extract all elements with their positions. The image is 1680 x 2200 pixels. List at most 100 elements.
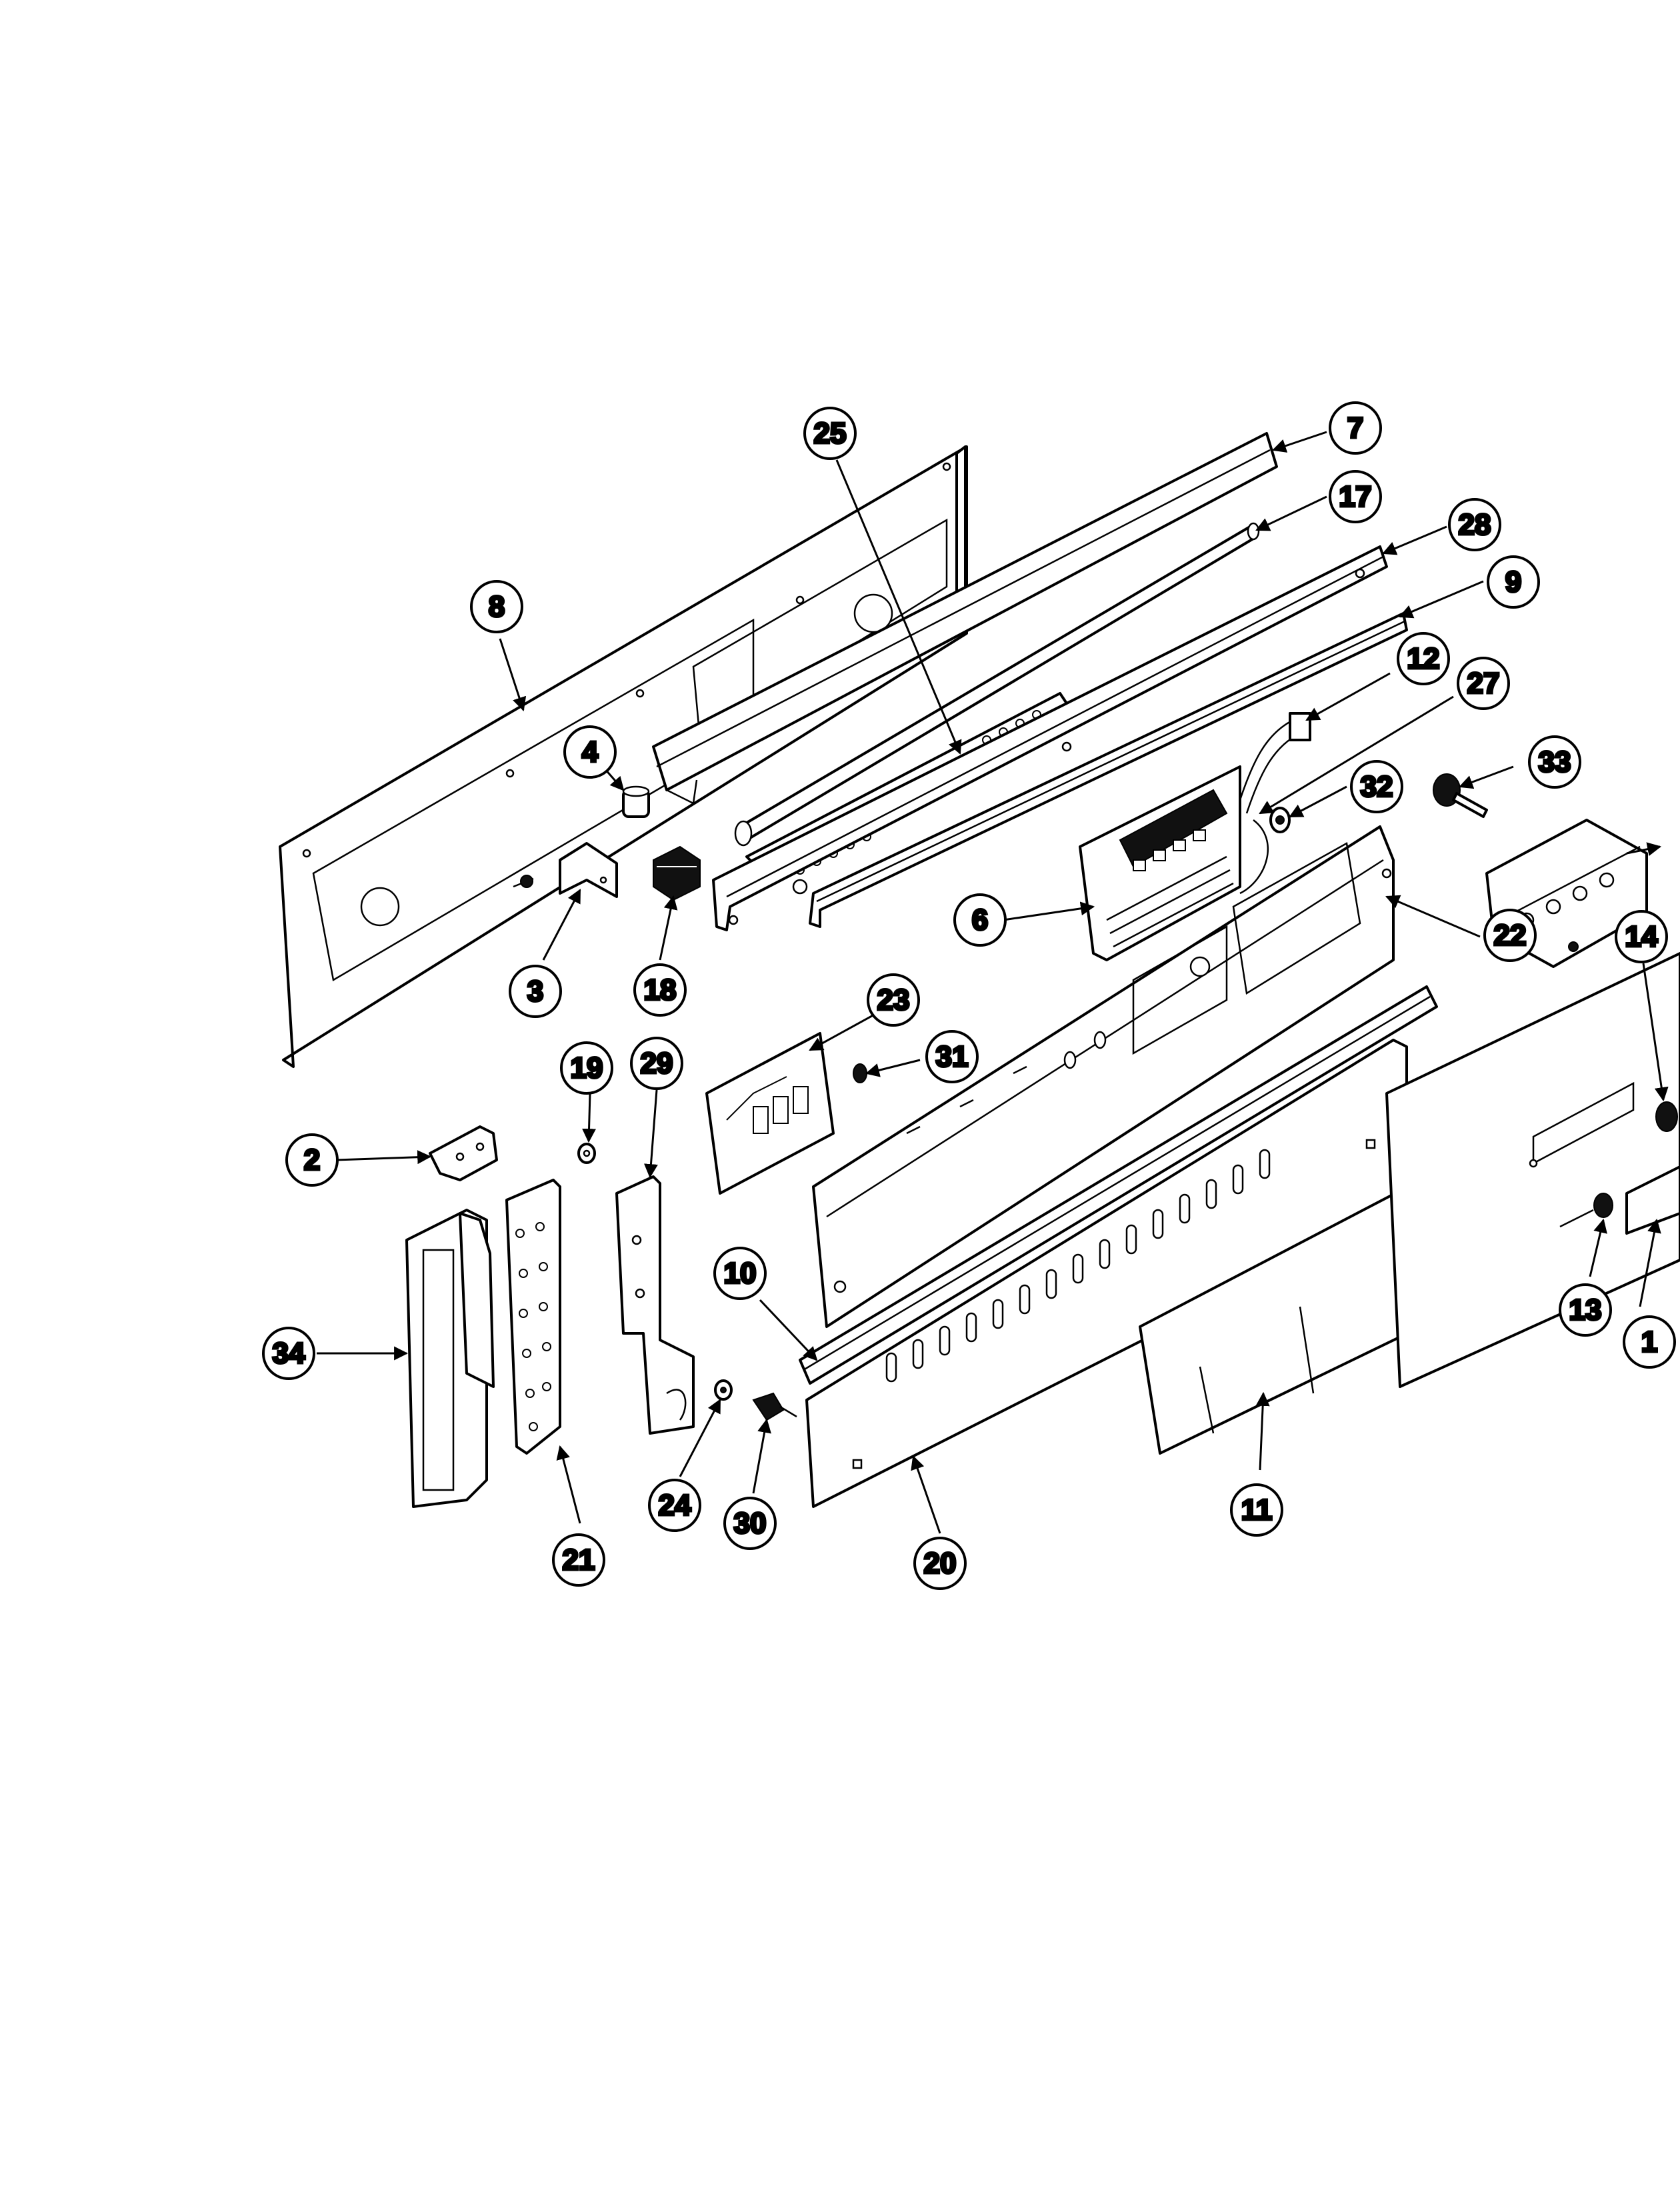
leader-8 [499, 638, 527, 711]
callout-20-label: 20 [924, 1547, 957, 1580]
leader-27 [1259, 695, 1454, 815]
callout-6-label: 6 [972, 904, 988, 937]
callout-10: 10 [713, 1247, 767, 1300]
side-trim-34-part [405, 1209, 495, 1508]
leader-3 [542, 889, 581, 961]
callouts: 1 2 3 4 6 7 8 9 10 11 12 13 14 17 18 19 … [262, 401, 1676, 1590]
callout-34-label: 34 [273, 1337, 305, 1370]
leader-lines [317, 431, 1669, 1534]
perforated-bracket-21-part [505, 1179, 561, 1455]
leader-11 [1255, 1391, 1270, 1471]
knob-13-part [1559, 1193, 1613, 1228]
callout-21-label: 21 [563, 1544, 595, 1577]
spacer-24-part [714, 1379, 733, 1401]
callout-1-label: 1 [1641, 1326, 1657, 1359]
callout-24-label: 24 [659, 1489, 691, 1522]
callout-29-label: 29 [641, 1047, 673, 1080]
leader-21 [556, 1445, 581, 1524]
callout-9: 9 [1487, 555, 1540, 609]
callout-28-label: 28 [1459, 509, 1491, 541]
callout-7-label: 7 [1347, 412, 1363, 445]
callout-21: 21 [552, 1533, 605, 1587]
leader-18 [659, 895, 678, 961]
callout-20: 20 [913, 1537, 967, 1590]
upper-bracket-rail-part [712, 545, 1388, 931]
callout-2: 2 [285, 1133, 339, 1187]
callout-18-label: 18 [644, 974, 677, 1007]
callout-14-label: 14 [1625, 921, 1658, 953]
callout-18: 18 [633, 963, 687, 1017]
top-trim-channel-part [652, 432, 1278, 805]
callout-27: 27 [1457, 657, 1510, 710]
hinge-bracket-29-part [615, 1175, 695, 1435]
callout-24: 24 [648, 1479, 701, 1532]
callout-13: 13 [1559, 1283, 1612, 1337]
callout-1: 1 [1623, 1315, 1676, 1369]
callout-34: 34 [262, 1327, 315, 1380]
rotary-control-part [1433, 773, 1488, 818]
callout-3-label: 3 [527, 975, 543, 1008]
callout-28: 28 [1448, 498, 1501, 551]
leader-20 [911, 1455, 941, 1534]
leader-22 [1385, 895, 1481, 938]
leader-13 [1589, 1218, 1607, 1277]
leader-32 [1289, 785, 1347, 818]
callout-33: 33 [1528, 735, 1581, 789]
control-panel-backing-part [812, 825, 1395, 1328]
leader-7 [1272, 431, 1327, 453]
callout-22-label: 22 [1494, 919, 1527, 952]
callout-19: 19 [560, 1041, 613, 1095]
leader-2 [336, 1150, 432, 1165]
callout-4: 4 [563, 725, 617, 779]
leader-33 [1459, 765, 1514, 789]
mounting-bracket-part [513, 842, 618, 898]
callout-31: 31 [925, 1030, 979, 1083]
leader-19 [582, 1093, 597, 1143]
callout-8: 8 [470, 580, 523, 633]
callout-11-label: 11 [1241, 1494, 1273, 1527]
clip-31-part [853, 1063, 867, 1083]
leader-29 [643, 1089, 658, 1179]
callout-7: 7 [1329, 401, 1382, 455]
callout-11: 11 [1230, 1483, 1283, 1537]
callout-10-label: 10 [724, 1257, 757, 1290]
callout-25-label: 25 [814, 417, 847, 450]
leader-6 [1003, 901, 1095, 921]
wiring-harness-part [1239, 712, 1311, 895]
callout-32-label: 32 [1361, 771, 1393, 803]
parts-artwork [279, 432, 1680, 1508]
callout-29: 29 [630, 1037, 683, 1090]
leader-1 [1639, 1218, 1661, 1307]
washer-19-part [577, 1143, 596, 1164]
trim-extrusion-part [799, 985, 1438, 1385]
small-knob-part [1269, 807, 1291, 833]
callout-23-label: 23 [877, 984, 910, 1017]
leader-10 [759, 1299, 818, 1361]
callout-27-label: 27 [1467, 667, 1500, 700]
callout-4-label: 4 [582, 736, 599, 769]
callout-30-label: 30 [734, 1507, 767, 1540]
callout-17: 17 [1329, 470, 1382, 523]
light-tube-part [734, 522, 1260, 847]
leader-right [1626, 842, 1662, 857]
circuit-board-part [705, 1032, 835, 1195]
callout-3: 3 [509, 965, 562, 1018]
knob-14-part [1655, 1101, 1678, 1132]
leader-12 [1305, 672, 1391, 721]
callout-6: 6 [953, 893, 1007, 947]
leader-25 [835, 459, 962, 755]
connector-block-part [653, 845, 701, 901]
small-bracket-2-part [429, 1125, 498, 1181]
callout-22: 22 [1483, 909, 1537, 962]
callout-23: 23 [867, 973, 920, 1027]
callout-12: 12 [1397, 632, 1450, 685]
leader-17 [1255, 495, 1327, 531]
leader-14 [1642, 963, 1669, 1102]
callout-12-label: 12 [1407, 643, 1440, 675]
leader-23 [809, 1012, 877, 1051]
electronic-display-board-part [1079, 765, 1241, 961]
knob-shaft-30-part [752, 1392, 797, 1421]
callout-9-label: 9 [1505, 566, 1521, 599]
right-front-panel-part [1385, 952, 1680, 1388]
